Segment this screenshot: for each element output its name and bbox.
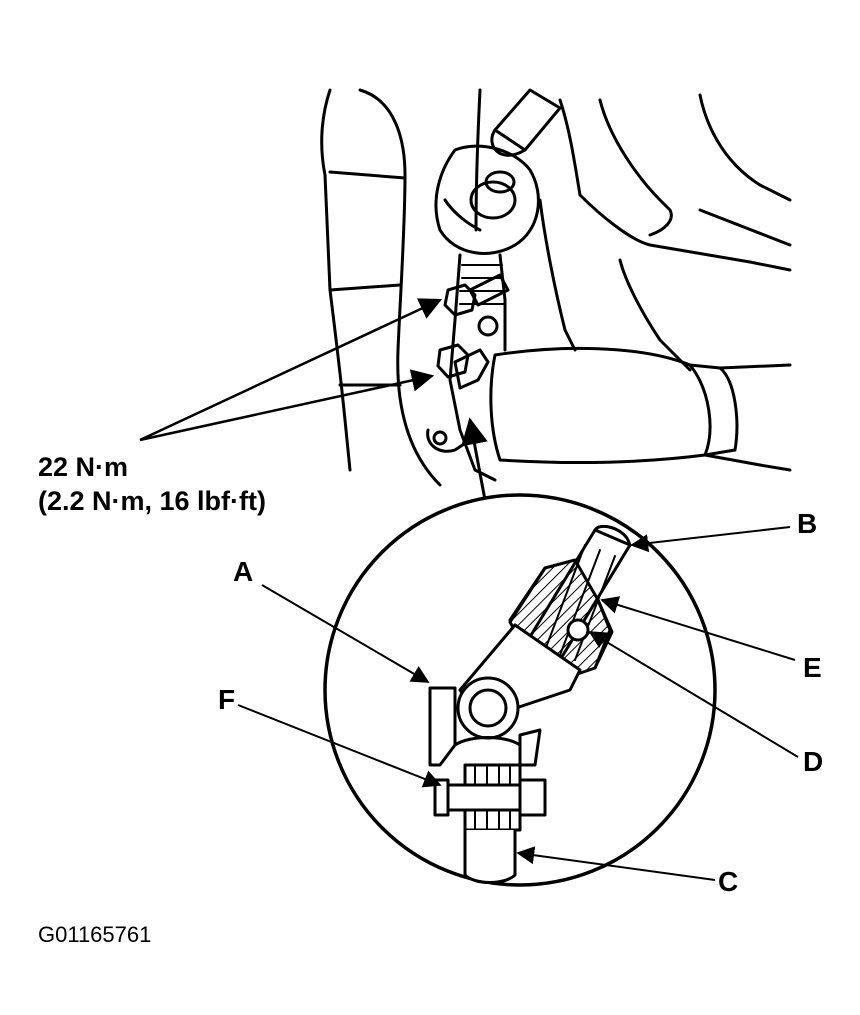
torque-pointers [139,298,443,442]
lower-shaft [463,828,517,884]
upper-yoke-pin [484,170,516,194]
lower-yoke-left [428,686,457,767]
lower-bolt-head [436,343,470,379]
right-bracket-5 [538,198,577,352]
lower-yoke-bridge [453,736,522,747]
upper-yoke-side [443,198,482,232]
column-knurl [459,264,505,305]
left-panel-inner [358,88,442,487]
clamp-bolt-head [518,778,547,817]
leader-c [516,846,716,881]
right-edge-line [698,208,792,247]
detail-pointer [461,417,488,501]
callout-e: E [803,652,822,683]
housing-endcap [688,363,739,457]
pinch-hole [477,315,499,337]
vehicle-scene [320,88,792,487]
right-bracket-3 [698,93,792,202]
torque-spec: 22 N·m (2.2 N·m, 16 lbf·ft) [38,450,266,518]
housing-lower-line [703,453,792,472]
callout-a: A [233,556,254,587]
torque-pointer-upper [139,298,443,442]
detail-joint [428,524,632,884]
figure-id: G01165761 [38,922,152,947]
callout-leaders [237,526,799,881]
shaft-tip [593,524,632,547]
clamp-nut [433,778,450,817]
callout-d: D [803,746,824,777]
left-line [328,170,407,180]
upper-bolt-shank [468,273,510,307]
leader-e [600,596,796,661]
left-line-2 [328,283,402,292]
upper-shaft-end [490,128,527,157]
leader-f [237,704,442,788]
lower-yoke-right [518,728,542,767]
bearing-cup-inner [468,688,508,728]
column-edge [474,88,482,232]
upper-yoke-bore [469,180,517,220]
torque-spec-line1: 22 N·m [38,452,129,482]
callout-b: B [797,508,818,539]
right-bracket-4 [618,258,692,372]
lower-column-r [498,253,507,352]
right-bracket [558,98,792,272]
leader-a [261,584,430,683]
callout-c: C [718,866,739,897]
housing-edge [718,363,792,370]
callout-f: F [218,684,236,715]
torque-spec-line2: (2.2 N·m, 16 lbf·ft) [38,486,267,516]
leader-d [588,631,799,758]
upper-bolt-head [443,283,477,317]
tab-hole [432,430,448,446]
bolt-d [566,618,590,642]
lower-bolt-nut [453,348,490,390]
bracket-tab [426,428,472,453]
upper-shaft [493,88,562,152]
torque-pointer-lower [139,369,435,442]
upper-yoke [434,144,540,255]
leader-b [630,526,791,553]
left-panel [320,88,352,472]
housing-body [489,346,712,464]
right-bracket-2 [598,98,673,237]
